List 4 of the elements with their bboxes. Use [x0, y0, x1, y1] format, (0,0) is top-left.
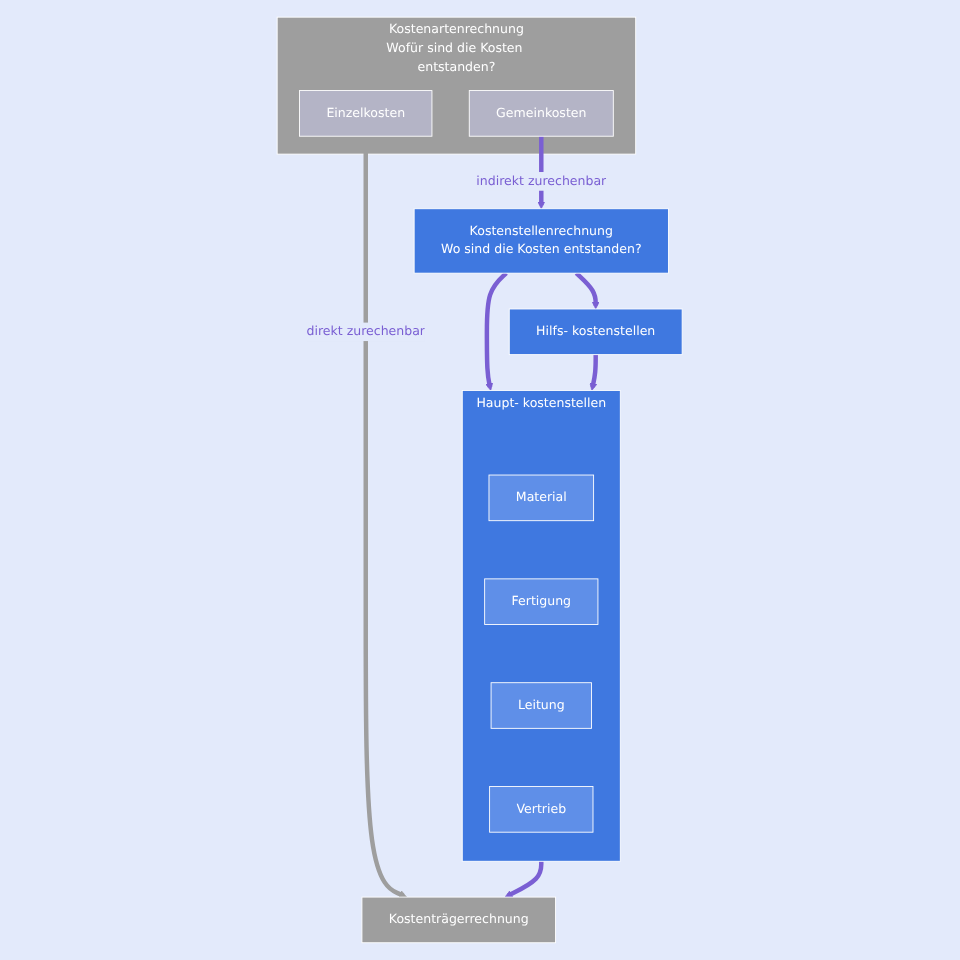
arrow — [589, 354, 599, 391]
arrow — [575, 271, 600, 310]
arrow — [485, 271, 509, 391]
arrow — [505, 861, 544, 898]
